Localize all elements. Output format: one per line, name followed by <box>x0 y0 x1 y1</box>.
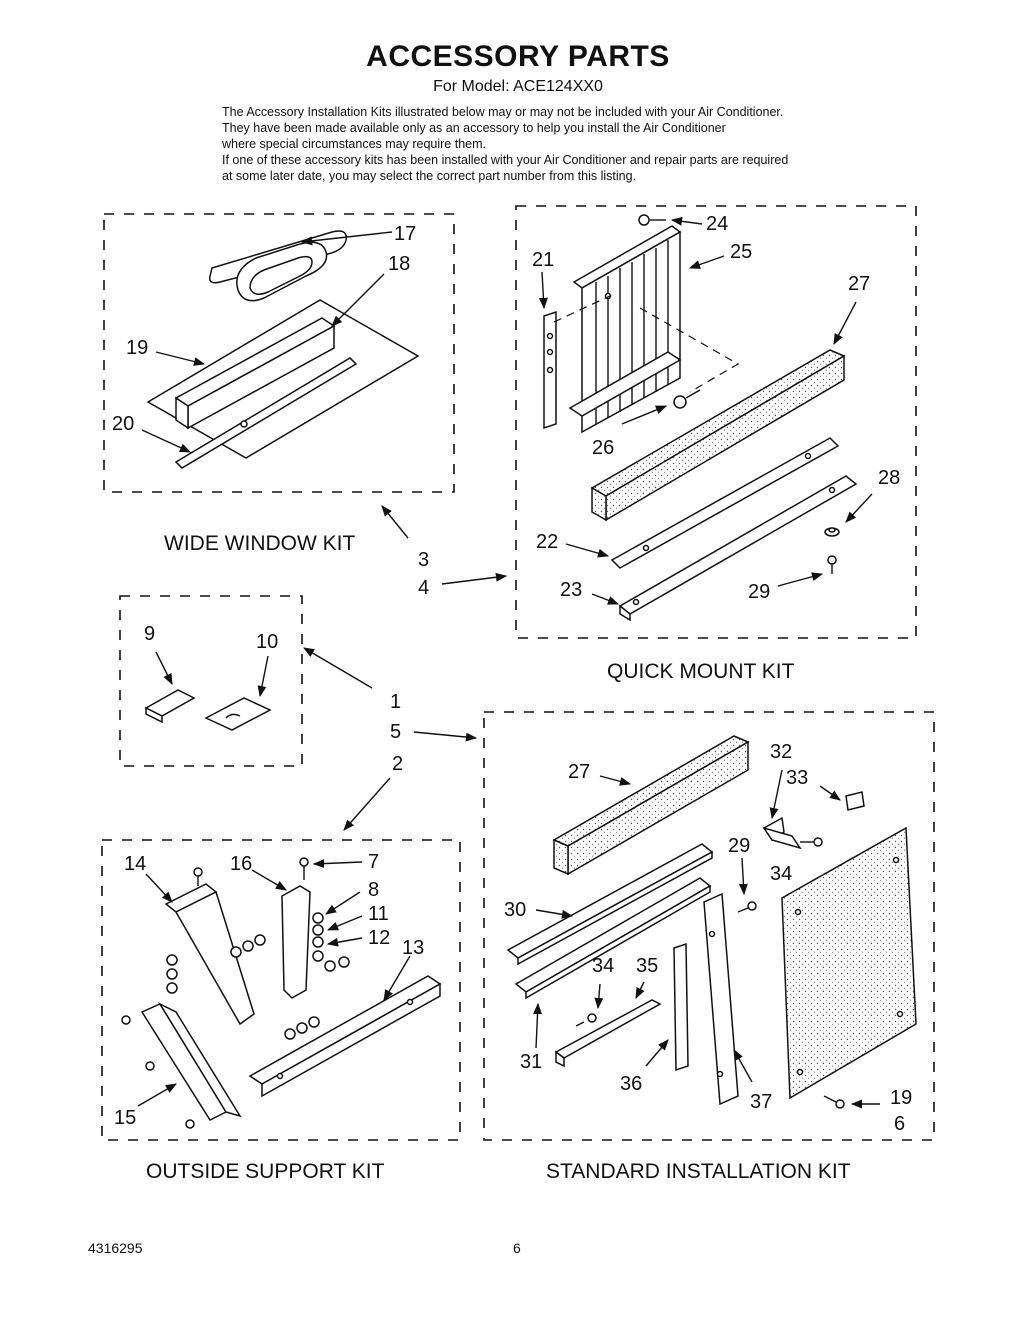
callout-32: 32 <box>770 741 792 763</box>
intro-line: If one of these accessory kits has been … <box>222 153 789 167</box>
part-16-strap <box>281 857 311 999</box>
callout-5: 5 <box>390 721 401 743</box>
part-19-panel-std <box>781 826 917 1100</box>
wide-window-kit-box <box>103 213 455 493</box>
callout-19: 19 <box>126 337 148 359</box>
part-22-strip <box>610 437 840 569</box>
part-37-channel <box>703 892 739 1106</box>
quick-mount-kit-box <box>515 205 917 639</box>
callout-35: 35 <box>636 955 658 977</box>
part-15-bracket <box>121 1002 242 1129</box>
part-9-block <box>144 689 196 724</box>
callout-33: 33 <box>786 767 808 789</box>
intro-text: The Accessory Installation Kits illustra… <box>222 104 942 184</box>
intro-line: The Accessory Installation Kits illustra… <box>222 105 784 119</box>
part-29-screw <box>827 555 837 574</box>
part-18-foam <box>174 317 336 430</box>
callout-13: 13 <box>402 937 424 959</box>
part-29-screw-std <box>737 901 757 913</box>
standard-installation-kit-title: STANDARD INSTALLATION KIT <box>546 1160 851 1183</box>
callout-12: 12 <box>368 927 390 949</box>
outside-support-kit-box <box>101 839 461 1141</box>
callout-29-std: 29 <box>728 835 750 857</box>
model-number: For Model: ACE124XX0 <box>433 78 603 95</box>
callout-4: 4 <box>418 577 429 599</box>
outside-support-kit: 14 16 7 8 11 12 13 15 OUTSIDE SUPPORT KI… <box>101 839 461 1183</box>
part-23-channel <box>618 475 858 622</box>
standard-installation-kit-box <box>483 711 935 1141</box>
intro-line: at some later date, you may select the c… <box>222 169 637 183</box>
callout-9: 9 <box>144 623 155 645</box>
part-6-screw <box>823 1095 845 1109</box>
page-title: ACCESSORY PARTS <box>366 40 670 73</box>
callout-22: 22 <box>536 531 558 553</box>
callout-8: 8 <box>368 879 379 901</box>
part-30-angle-strip <box>506 843 714 966</box>
bracket-kit: 9 10 <box>119 595 303 767</box>
quick-mount-kit-title: QUICK MOUNT KIT <box>607 660 795 683</box>
wide-window-kit: 17 18 19 20 WIDE WINDOW KIT <box>103 213 455 555</box>
callout-34: 34 <box>592 955 614 977</box>
document-number: 4316295 <box>88 1240 143 1256</box>
quick-mount-kit: 21 24 25 27 26 28 22 23 29 QUICK MOUNT K… <box>515 205 917 683</box>
callout-25: 25 <box>730 241 752 263</box>
callout-19-std: 19 <box>890 1087 912 1109</box>
part-20-strip <box>174 357 358 469</box>
intro-line: where special circumstances may require … <box>222 137 486 151</box>
callout-29: 29 <box>748 581 770 603</box>
callout-37: 37 <box>750 1091 772 1113</box>
callout-16: 16 <box>230 853 252 875</box>
callout-21: 21 <box>532 249 554 271</box>
wide-window-kit-title: WIDE WINDOW KIT <box>164 532 355 555</box>
part-13-rail <box>248 975 442 1098</box>
part-8-11-12-washers <box>166 912 350 994</box>
part-24-screw <box>638 214 666 226</box>
callout-28: 28 <box>878 467 900 489</box>
part-25-frame <box>568 225 682 434</box>
callout-34-std: 34 <box>770 863 792 885</box>
part-35-strip <box>554 999 662 1068</box>
part-34-screw <box>800 837 823 847</box>
callout-6: 6 <box>894 1113 905 1135</box>
callout-17: 17 <box>394 223 416 245</box>
callout-14: 14 <box>124 853 146 875</box>
part-17-gasket <box>208 230 347 302</box>
intro-line: They have been made available only as an… <box>222 121 726 135</box>
part-31-angle-strip <box>514 877 712 1000</box>
callout-18: 18 <box>388 253 410 275</box>
callout-20: 20 <box>112 413 134 435</box>
callout-36: 36 <box>620 1073 642 1095</box>
part-33-pad <box>845 791 865 811</box>
callout-30: 30 <box>504 899 526 921</box>
callout-31: 31 <box>520 1051 542 1073</box>
callout-10: 10 <box>256 631 278 653</box>
callout-15: 15 <box>114 1107 136 1129</box>
bracket-kit-box <box>119 595 303 767</box>
callout-24: 24 <box>706 213 728 235</box>
callout-27-std: 27 <box>568 761 590 783</box>
outside-support-kit-title: OUTSIDE SUPPORT KIT <box>146 1160 385 1183</box>
part-27-foam-bar <box>552 735 750 876</box>
part-32-bracket <box>762 816 802 850</box>
callout-3: 3 <box>418 549 429 571</box>
callout-26: 26 <box>592 437 614 459</box>
part-36-strip <box>673 942 689 1072</box>
part-19-panel <box>146 299 420 459</box>
part-26-screw <box>673 389 701 409</box>
part-28-washer <box>824 527 840 537</box>
page-number: 6 <box>513 1240 521 1256</box>
callout-2: 2 <box>392 753 403 775</box>
part-10-clip <box>204 697 272 731</box>
callout-11: 11 <box>368 903 389 925</box>
callout-7: 7 <box>368 851 379 873</box>
callout-27: 27 <box>848 273 870 295</box>
callout-23: 23 <box>560 579 582 601</box>
part-14-bracket <box>164 867 255 1026</box>
callout-1: 1 <box>390 691 401 713</box>
standard-installation-kit: 27 32 33 29 34 30 34 35 31 36 37 19 6 ST… <box>483 711 935 1183</box>
part-27-foam <box>590 349 846 522</box>
